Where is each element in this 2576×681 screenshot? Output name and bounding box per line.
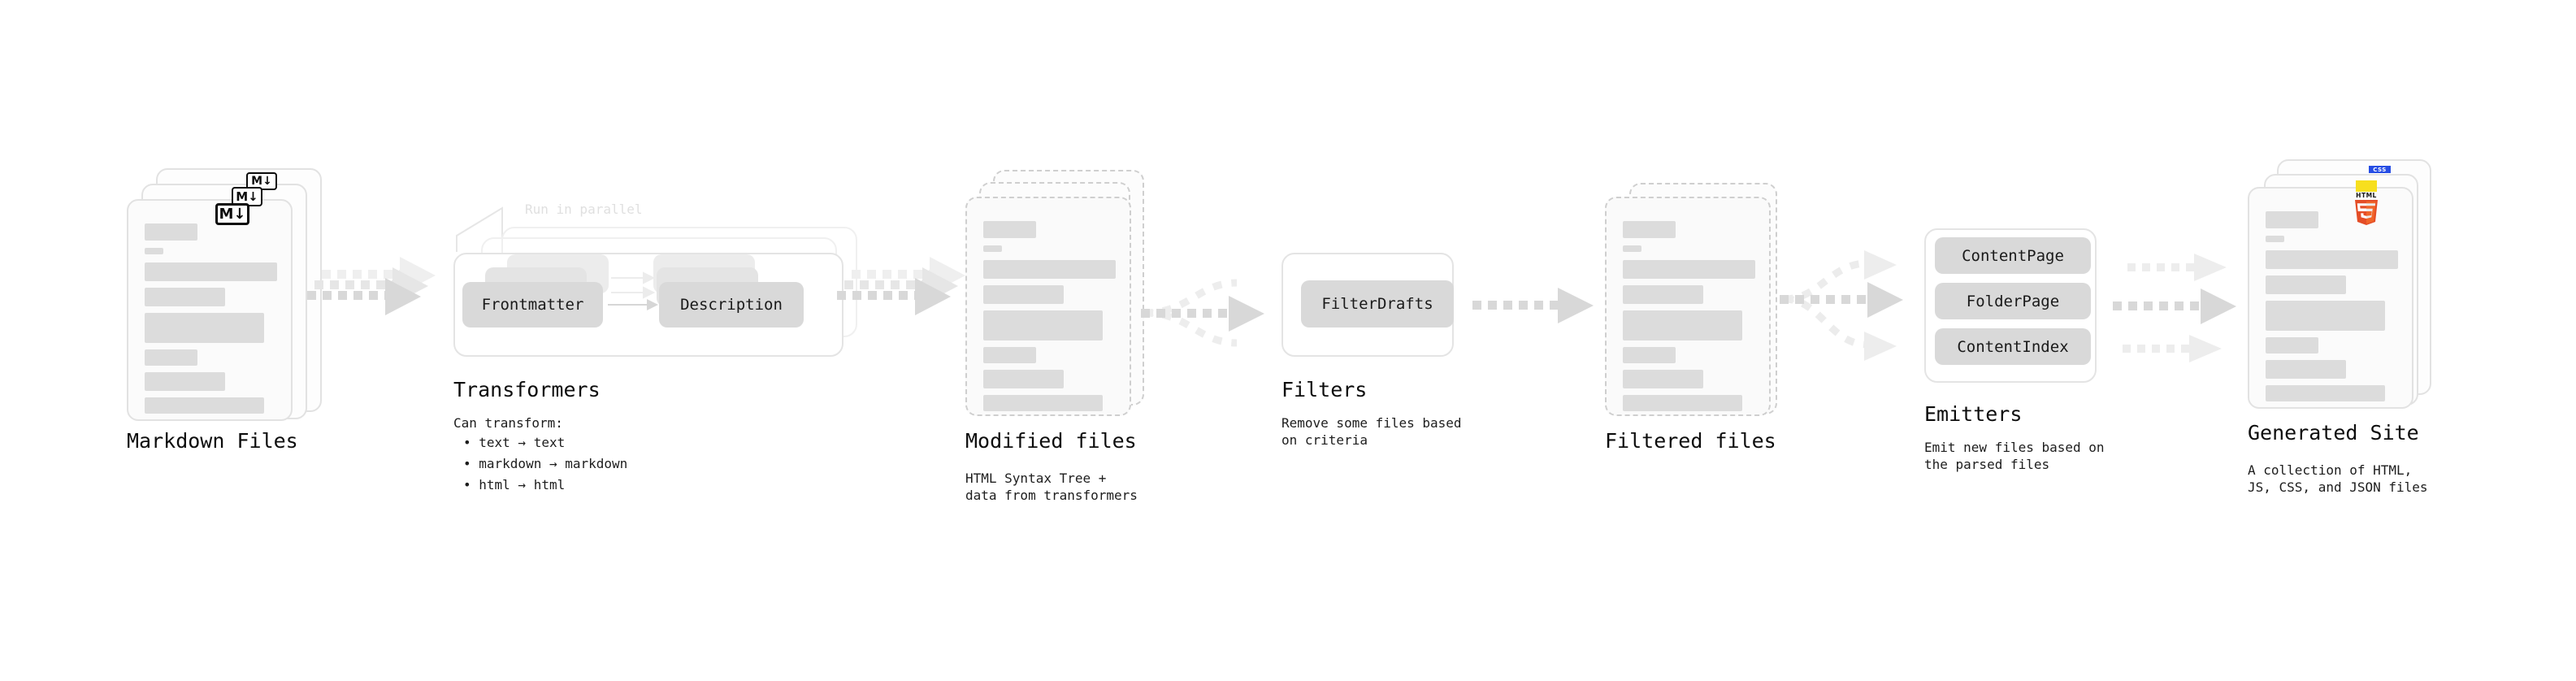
- markdown-icon: M↓: [215, 203, 249, 225]
- stage-desc-emitters: Emit new files based on the parsed files: [1924, 440, 2105, 472]
- transformer-chip-description[interactable]: Description: [659, 282, 804, 327]
- stage-desc-transformers: Can transform:: [453, 415, 563, 431]
- emitter-chip-contentindex[interactable]: ContentIndex: [1935, 328, 2091, 365]
- markdown-file-card-front: [127, 199, 293, 421]
- emitter-chip-folderpage[interactable]: FolderPage: [1935, 283, 2091, 319]
- js-icon: [2356, 180, 2377, 192]
- transformer-connector-arrows-ghost: [611, 271, 656, 299]
- transformers-bullet-2: • html → html: [463, 477, 566, 492]
- stage-title-generated-site: Generated Site: [2248, 421, 2419, 445]
- arrow-markdown-to-transformers: [307, 257, 436, 315]
- stage-desc-filters: Remove some files based on criteria: [1281, 415, 1462, 448]
- generated-file-card-front: [2248, 187, 2413, 409]
- html5-icon: HTML: [2355, 192, 2378, 225]
- stage-title-modified-files: Modified files: [965, 429, 1137, 453]
- transformer-connector-arrow: [608, 299, 658, 310]
- arrow-transformers-to-modified: [837, 257, 965, 315]
- arrow-filtered-to-emitters: [1780, 250, 1903, 361]
- transformers-bullet-1: • markdown → markdown: [463, 456, 628, 471]
- stage-title-markdown-files: Markdown Files: [127, 429, 298, 453]
- stage-title-filters: Filters: [1281, 378, 1368, 401]
- stage-title-filtered-files: Filtered files: [1605, 429, 1776, 453]
- filter-chip-filterdrafts[interactable]: FilterDrafts: [1301, 280, 1454, 327]
- svg-text:HTML: HTML: [2356, 192, 2377, 199]
- arrow-modified-to-filters: [1141, 279, 1264, 347]
- stage-desc-modified-files: HTML Syntax Tree + data from transformer…: [965, 471, 1138, 503]
- run-in-parallel-bracket: [456, 206, 503, 252]
- modified-file-card-front: [965, 197, 1131, 416]
- filtered-file-card-front: [1605, 197, 1771, 416]
- arrow-filters-to-filtered: [1472, 288, 1594, 323]
- arrow-emitters-to-generated-site: [2113, 254, 2236, 362]
- stage-title-transformers: Transformers: [453, 378, 601, 401]
- transformer-chip-frontmatter[interactable]: Frontmatter: [462, 282, 603, 327]
- transformers-bullet-0: • text → text: [463, 435, 566, 450]
- css-icon: CSS: [2369, 166, 2391, 173]
- run-in-parallel-label: Run in parallel: [525, 202, 643, 217]
- emitter-chip-contentpage[interactable]: ContentPage: [1935, 237, 2091, 274]
- stage-title-emitters: Emitters: [1924, 402, 2023, 426]
- stage-desc-generated-site: A collection of HTML, JS, CSS, and JSON …: [2248, 462, 2428, 495]
